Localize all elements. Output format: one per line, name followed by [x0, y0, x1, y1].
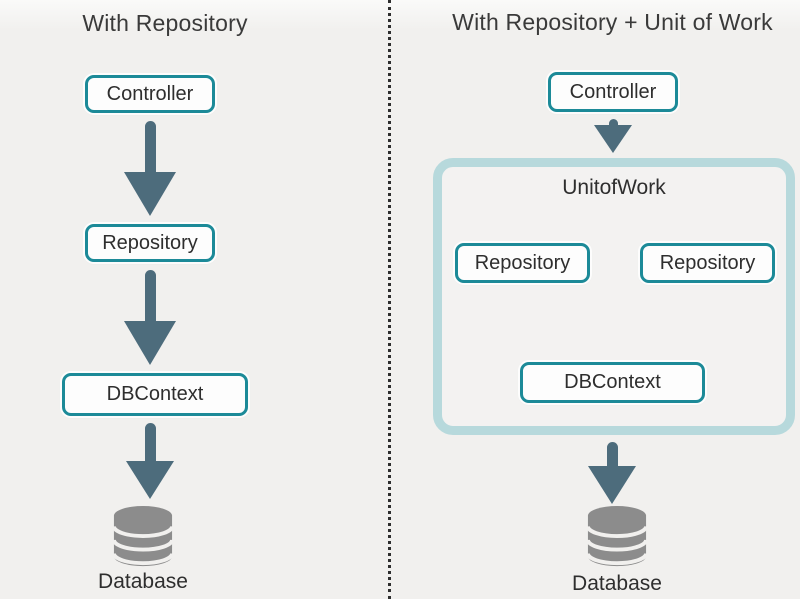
arrow-right-unitofwork-to-database: [588, 442, 636, 504]
right-controller-box: Controller: [548, 72, 678, 112]
arrow-shaft: [144, 423, 156, 461]
right-repository-box-1: Repository: [455, 243, 590, 283]
arrow-shaft: [144, 270, 156, 321]
arrow-right-controller-to-unitofwork: [594, 119, 632, 153]
left-repository-box: Repository: [85, 224, 215, 262]
right-repository-box-2: Repository: [640, 243, 775, 283]
arrow-shaft: [144, 121, 156, 172]
right-dbcontext-label: DBContext: [564, 371, 661, 393]
right-controller-label: Controller: [569, 80, 657, 103]
left-controller-label: Controller: [106, 82, 194, 105]
panel-divider: [388, 0, 391, 599]
arrow-shaft: [608, 119, 618, 125]
left-repository-label: Repository: [102, 231, 198, 254]
arrow-left-dbcontext-to-database: [126, 423, 174, 499]
left-panel-title: With Repository: [82, 10, 248, 36]
arrow-left-controller-to-repository: [124, 121, 176, 216]
arrow-left-repository-to-dbcontext: [124, 270, 176, 365]
right-repository1-label: Repository: [474, 251, 571, 274]
left-database-label: Database: [98, 570, 188, 593]
right-dbcontext-box: DBContext: [520, 362, 705, 403]
left-dbcontext-box: DBContext: [62, 373, 248, 416]
unit-of-work-container: [433, 158, 795, 435]
right-panel-title: With Repository + Unit of Work: [452, 9, 773, 35]
left-controller-box: Controller: [85, 75, 215, 113]
right-repository2-label: Repository: [659, 251, 756, 274]
arrow-head: [124, 172, 176, 216]
database-icon: [586, 506, 648, 567]
arrow-head: [124, 321, 176, 365]
arrow-shaft: [606, 442, 618, 466]
left-dbcontext-label: DBContext: [106, 383, 204, 405]
arrow-head: [594, 125, 632, 153]
database-icon: [112, 506, 174, 567]
right-database-label: Database: [572, 572, 662, 595]
arrow-head: [126, 461, 174, 499]
arrow-head: [588, 466, 636, 504]
unit-of-work-label: UnitofWork: [562, 176, 666, 199]
